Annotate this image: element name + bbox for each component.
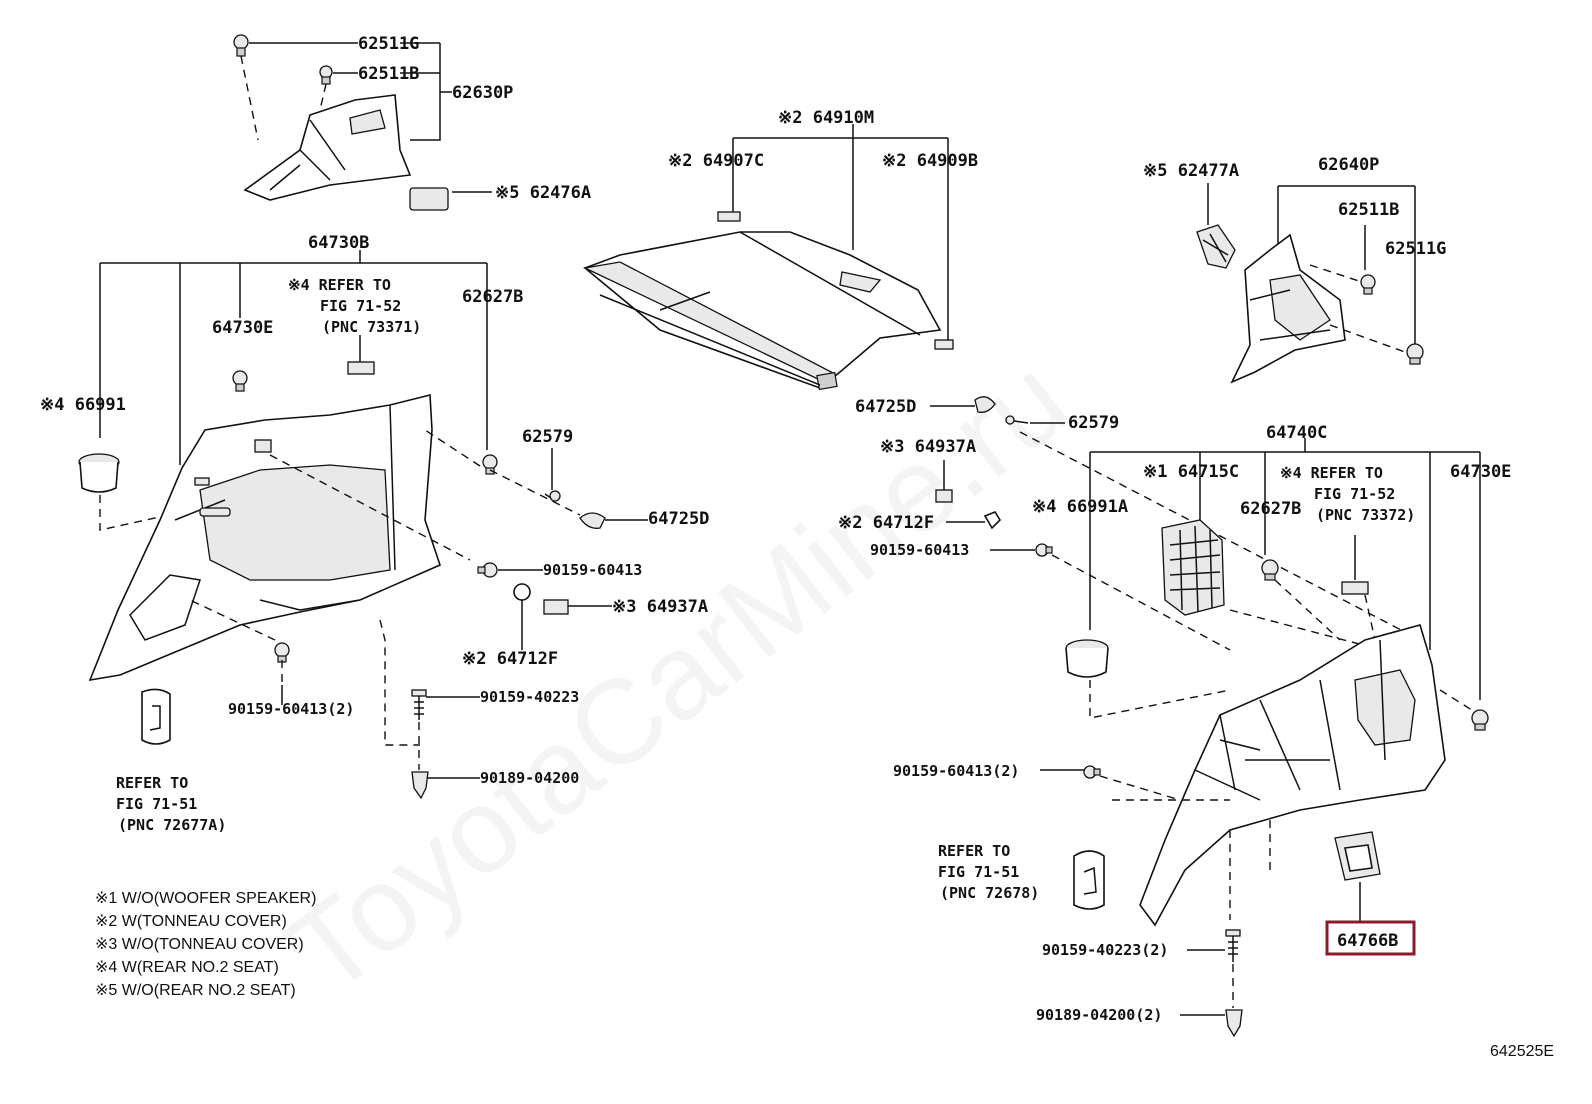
label-90159-40223-left: 90159-40223 xyxy=(480,688,579,706)
label-90189-04200-left: 90189-04200 xyxy=(480,769,579,787)
label-90159-40223-2: 90159-40223(2) xyxy=(1042,941,1168,959)
speaker-grille-64715C xyxy=(1161,519,1225,616)
clip-64730E-right xyxy=(1471,709,1489,731)
ref-part-72678 xyxy=(1073,850,1105,910)
label-90159-60413-2-right: 90159-60413(2) xyxy=(893,762,1019,780)
part-64740C-quarter-trim xyxy=(1139,624,1446,927)
legend-item-3: ※3 W/O(TONNEAU COVER) xyxy=(95,936,304,953)
part-62476A-cover xyxy=(409,187,449,211)
ref-fig7151-right-line3: (PNC 72678) xyxy=(940,884,1039,902)
bolt-90159-60413-right xyxy=(1035,543,1053,557)
clip-90189-04200-2 xyxy=(1225,1009,1243,1038)
label-66991: ※4 66991 xyxy=(40,395,126,415)
part-64910M-tonneau-cover xyxy=(582,231,942,391)
bolt-90159-60413-2-right xyxy=(1083,765,1101,779)
label-90189-04200-2: 90189-04200(2) xyxy=(1036,1006,1162,1024)
label-64907C: ※2 64907C xyxy=(668,151,764,171)
label-62511G-top: 62511G xyxy=(358,34,419,54)
clip-62511G-right xyxy=(1406,343,1424,365)
part-62477A-cover xyxy=(1196,224,1236,269)
bracket-64907C xyxy=(717,211,741,222)
label-62579-left: 62579 xyxy=(522,427,573,447)
label-64730E-left: 64730E xyxy=(212,318,273,338)
screw-62579-right xyxy=(1005,415,1029,425)
label-64712F-right: ※2 64712F xyxy=(838,513,934,533)
ref-fig7152-right-line1: ※4 REFER TO xyxy=(1280,464,1383,482)
clip-90189-04200-left xyxy=(411,771,429,800)
bolt-90159-60413-mid xyxy=(477,562,498,578)
screw-90159-40223-left xyxy=(411,689,427,720)
ref-fig7151-left-line3: (PNC 72677A) xyxy=(118,816,226,834)
highlight-box-64766B xyxy=(1325,920,1416,956)
label-62627B-right: 62627B xyxy=(1240,499,1301,519)
bracket-73371 xyxy=(347,361,375,375)
cup-holder-66991A xyxy=(1065,639,1109,678)
diagram-code: 642525E xyxy=(1490,1043,1554,1060)
cap-64712F-right xyxy=(983,511,1002,530)
label-64937A-right: ※3 64937A xyxy=(880,437,976,457)
ref-part-72677A xyxy=(141,688,171,745)
grommet-64725D-right xyxy=(974,396,996,413)
part-64730B-quarter-trim xyxy=(88,393,441,682)
cup-holder-66991 xyxy=(78,453,120,493)
ref-fig7152-left-line1: ※4 REFER TO xyxy=(288,276,391,294)
label-90159-60413-right: 90159-60413 xyxy=(870,541,969,559)
clip-64730E-left xyxy=(232,370,248,392)
label-62476A: ※5 62476A xyxy=(495,183,591,203)
bracket-64909B xyxy=(934,339,954,350)
label-90159-60413-mid: 90159-60413 xyxy=(543,561,642,579)
screw-90159-40223-2 xyxy=(1225,929,1241,962)
label-62579-right: 62579 xyxy=(1068,413,1119,433)
clip-62511B-right xyxy=(1360,274,1376,295)
ref-fig7152-right-line3: (PNC 73372) xyxy=(1316,506,1415,524)
label-90159-60413-2-left: 90159-60413(2) xyxy=(228,700,354,718)
ref-fig7151-right-line2: FIG 71-51 xyxy=(938,863,1019,881)
clip-62627B-right xyxy=(1261,559,1279,581)
ref-fig7151-left-line2: FIG 71-51 xyxy=(116,795,197,813)
bolt-90159-60413-2-left xyxy=(274,642,290,663)
label-64937A-left: ※3 64937A xyxy=(612,597,708,617)
label-64725D-right: 64725D xyxy=(855,397,916,417)
label-62627B-left: 62627B xyxy=(462,287,523,307)
cap-64712F-left xyxy=(513,583,531,601)
label-64715C: ※1 64715C xyxy=(1143,462,1239,482)
ref-fig7151-left-line1: REFER TO xyxy=(116,774,188,792)
ref-fig7152-right-line2: FIG 71-52 xyxy=(1314,485,1395,503)
ref-fig7152-left-line2: FIG 71-52 xyxy=(320,297,401,315)
label-62630P: 62630P xyxy=(452,83,513,103)
ref-fig7152-left-line3: (PNC 73371) xyxy=(322,318,421,336)
legend: ※1 W/O(WOOFER SPEAKER) ※2 W(TONNEAU COVE… xyxy=(95,890,316,999)
clip-64937A-right xyxy=(935,489,953,503)
label-64766B: 64766B xyxy=(1337,931,1398,951)
part-62640P-trim xyxy=(1230,233,1346,384)
label-62640P: 62640P xyxy=(1318,155,1379,175)
label-64909B: ※2 64909B xyxy=(882,151,978,171)
bracket-73372 xyxy=(1341,581,1369,595)
label-62477A: ※5 62477A xyxy=(1143,161,1239,181)
label-64725D-left: 64725D xyxy=(648,509,709,529)
legend-item-5: ※5 W/O(REAR NO.2 SEAT) xyxy=(95,982,296,999)
label-64730B: 64730B xyxy=(308,233,369,253)
legend-item-1: ※1 W/O(WOOFER SPEAKER) xyxy=(95,890,316,907)
grommet-64725D-left xyxy=(579,512,606,529)
label-62511B-right: 62511B xyxy=(1338,200,1399,220)
label-64712F-left: ※2 64712F xyxy=(462,649,558,669)
label-64910M: ※2 64910M xyxy=(778,108,874,128)
clip-62511B-top xyxy=(319,65,333,85)
label-64740C: 64740C xyxy=(1266,423,1327,443)
label-64730E-right: 64730E xyxy=(1450,462,1511,482)
ref-fig7151-right-line1: REFER TO xyxy=(938,842,1010,860)
legend-item-4: ※4 W(REAR NO.2 SEAT) xyxy=(95,959,279,976)
label-62511B-top: 62511B xyxy=(358,64,419,84)
clip-62627B-left xyxy=(482,454,498,475)
part-62630P-trim xyxy=(243,94,449,211)
screw-62579-left xyxy=(544,490,561,502)
clip-64937A-left xyxy=(543,599,569,615)
clip-62511G-top xyxy=(233,34,249,57)
label-66991A: ※4 66991A xyxy=(1032,497,1128,517)
legend-item-2: ※2 W(TONNEAU COVER) xyxy=(95,913,287,930)
